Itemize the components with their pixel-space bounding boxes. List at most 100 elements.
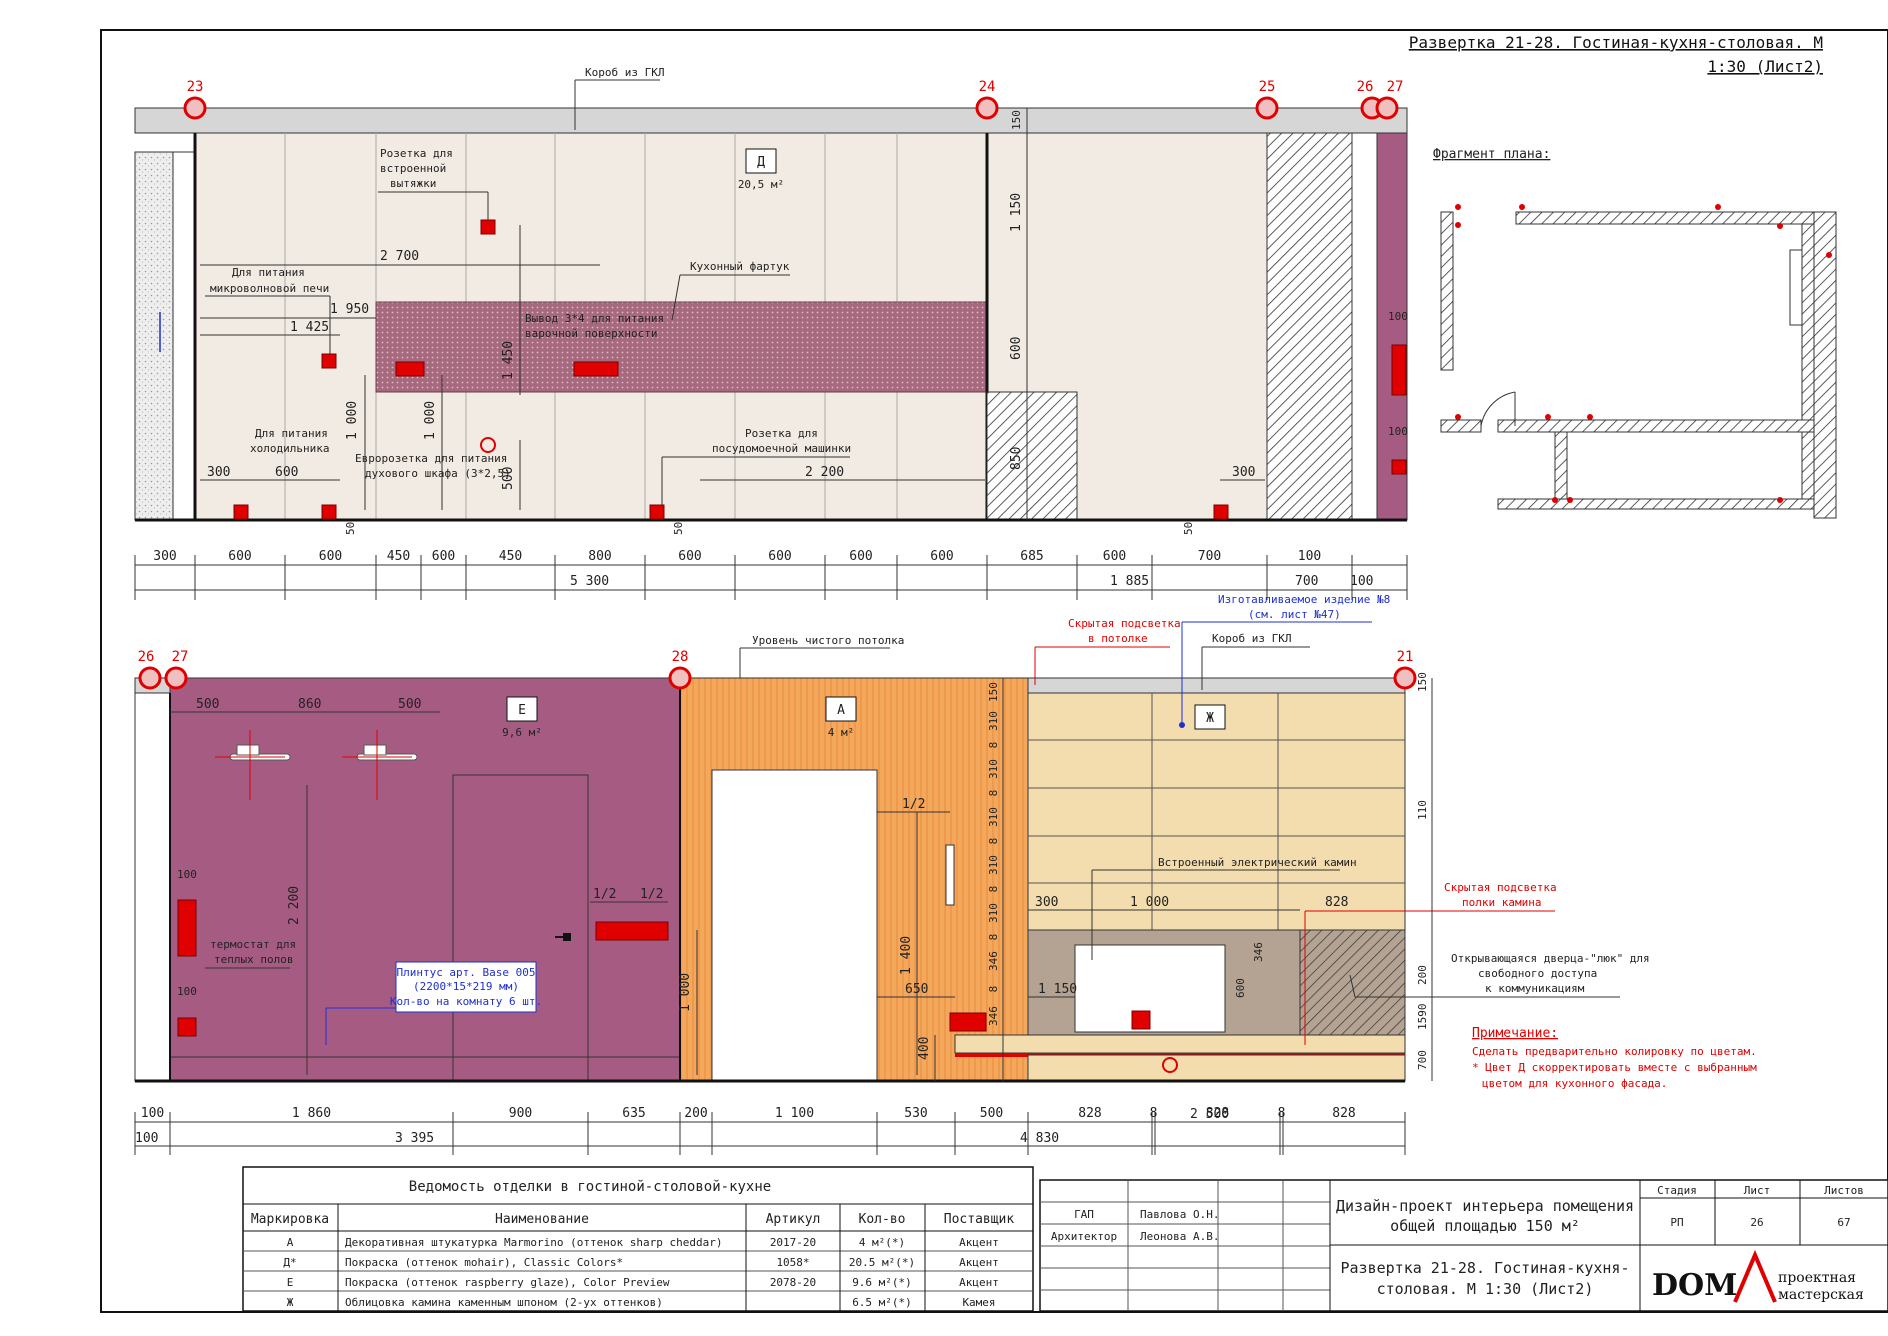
finish-header-article: Артикул (766, 1212, 821, 1227)
axis-label: 27 (172, 649, 189, 665)
dim-1450: 1 450 (501, 341, 516, 380)
dimension-label: 700 (1198, 549, 1221, 564)
dim-50-b: 50 (672, 522, 685, 535)
stamp-role-1: ГАП (1074, 1208, 1094, 1221)
callout-thermostat-2: теплых полов (214, 953, 293, 966)
dim-a-1400: 1 400 (899, 936, 914, 975)
dim-v-1150: 1 150 (1009, 193, 1024, 232)
axis-label: 28 (672, 649, 689, 665)
dim-e-500-a: 500 (196, 697, 219, 712)
left-jamb-bottom (134, 692, 171, 1082)
dimension-label: 600 (432, 549, 455, 564)
door-e (452, 774, 589, 1082)
dimension-label: 100 (141, 1106, 164, 1121)
dimension-label: 310 (987, 855, 1000, 875)
dimension-label: 310 (987, 711, 1000, 731)
dimension-label: 8 (1150, 1106, 1158, 1121)
finish-table-cell: Покраска (оттенок mohair), Classic Color… (345, 1256, 623, 1269)
dimension-label: 1 100 (775, 1106, 814, 1121)
dim-v-850: 850 (1009, 447, 1024, 470)
note-title: Примечание: (1472, 1026, 1558, 1041)
socket-group (177, 899, 1151, 1037)
dimension-label: 100 (1298, 549, 1321, 564)
outlet-marker (1162, 1057, 1178, 1073)
finish-table-cell: 9.6 м²(*) (852, 1276, 912, 1289)
door-latch (945, 844, 955, 906)
plan-fragment-label: Фрагмент плана: (1433, 147, 1550, 162)
dimension-label: 310 (987, 807, 1000, 827)
stamp-project-2: общей площадью 150 м² (1390, 1217, 1580, 1235)
dim-v-100-b: 100 (1388, 425, 1408, 438)
finish-table-cell: Покраска (оттенок raspberry glaze), Colo… (345, 1276, 670, 1289)
dim-1000-a: 1 000 (345, 401, 360, 440)
axis-markers-top: 23 24 25 26 27 (183, 79, 1403, 120)
dim-2200: 2 200 (805, 465, 844, 480)
finish-table-cell: Акцент (959, 1256, 999, 1269)
note-line-3: цветом для кухонного фасада. (1482, 1077, 1667, 1090)
stamp-header-sheets: Листов (1824, 1184, 1864, 1197)
dim-a-400: 400 (917, 1037, 932, 1060)
axis-markers-bottom: 26 27 28 21 (138, 649, 1417, 690)
axis-bubble (183, 96, 207, 120)
plinth-note-2: (2200*15*219 мм) (413, 980, 519, 993)
axis-label: 26 (1357, 79, 1374, 95)
dim-b-4830: 4 830 (1020, 1131, 1059, 1146)
stamp-sheet-1: Развертка 21-28. Гостиная-кухня- (1341, 1259, 1630, 1277)
elevation-bottom: Е 9,6 м² А 4 м² Ж Уровень чистого потолк… (134, 593, 1650, 1155)
callout-hob-1: Вывод 3*4 для питания (525, 312, 664, 325)
dimension-label: 346 (987, 951, 1000, 971)
stamp-name-1: Павлова О.Н. (1140, 1208, 1219, 1221)
callout-made-item-2: (см. лист №47) (1248, 608, 1341, 621)
socket-group (233, 219, 1407, 520)
logo-sub-2: мастерская (1778, 1287, 1864, 1303)
dim-e-2200: 2 200 (287, 886, 302, 925)
callout-made-item-1: Изготавливаемое изделие №8 (1218, 593, 1390, 606)
left-jamb (172, 151, 196, 521)
callout-hob-2: варочной поверхности (525, 327, 657, 340)
callout-backsplash: Кухонный фартук (690, 260, 790, 273)
callout-hatch-1: Открывающаяся дверца-"люк" для (1451, 952, 1650, 965)
dimension-label: 600 (1103, 549, 1126, 564)
callout-hatch-2: свободного доступа (1478, 967, 1597, 980)
dim-1000-b: 1 000 (423, 401, 438, 440)
callout-hood-1: Розетка для (380, 147, 453, 160)
dimension-label: 828 (1206, 1106, 1229, 1121)
callout-thermostat-1: термостат для (210, 938, 296, 951)
fireplace-shelf (954, 1034, 1406, 1054)
callout-shelf-light-2: полки камина (1462, 896, 1541, 909)
zone-tag-e: Е (518, 703, 526, 718)
dim-e-half-a: 1/2 (593, 887, 616, 902)
dimension-label: 450 (499, 549, 522, 564)
axis-bubble (164, 666, 188, 690)
dim-e-100-a: 100 (177, 868, 197, 881)
dimension-label: 1 860 (292, 1106, 331, 1121)
dim-2700: 2 700 (380, 249, 419, 264)
stamp-sheet-2: столовая. М 1:30 (Лист2) (1377, 1280, 1594, 1298)
stamp-project-1: Дизайн-проект интерьера помещения (1336, 1197, 1634, 1215)
callout-ceiling: Уровень чистого потолка (752, 634, 904, 647)
dim-b-2500: 2 500 (1190, 1107, 1229, 1122)
dimension-label: 530 (904, 1106, 927, 1121)
zone-area-d: 20,5 м² (738, 178, 784, 191)
dim-total-5300: 5 300 (570, 574, 609, 589)
finish-table-cell: Декоративная штукатурка Marmorino (оттен… (345, 1236, 723, 1249)
callout-oven-2: духового шкафа (3*2,5) (365, 467, 511, 480)
axis-bubble (975, 96, 999, 120)
finish-table-cell: 2078-20 (770, 1276, 816, 1289)
dimension-label: 310 (987, 903, 1000, 923)
zone-area-a: 4 м² (828, 726, 855, 739)
dim-a-650: 650 (905, 982, 928, 997)
axis-label: 24 (979, 79, 996, 95)
finish-table-cell: 2017-20 (770, 1236, 816, 1249)
dim-zh-828: 828 (1325, 895, 1348, 910)
dim-v-600: 600 (1009, 337, 1024, 360)
dim-zh-1590: 110 (1416, 800, 1429, 820)
dimension-label: 150 (987, 682, 1000, 702)
dimension-label: 600 (678, 549, 701, 564)
finish-header-name: Наименование (495, 1212, 589, 1227)
logo-mark (1733, 1249, 1777, 1303)
dim-e-860: 860 (298, 697, 321, 712)
dim-total-700: 700 (1295, 574, 1318, 589)
dimension-label: 600 (930, 549, 953, 564)
dim-v-150: 150 (1010, 110, 1023, 130)
